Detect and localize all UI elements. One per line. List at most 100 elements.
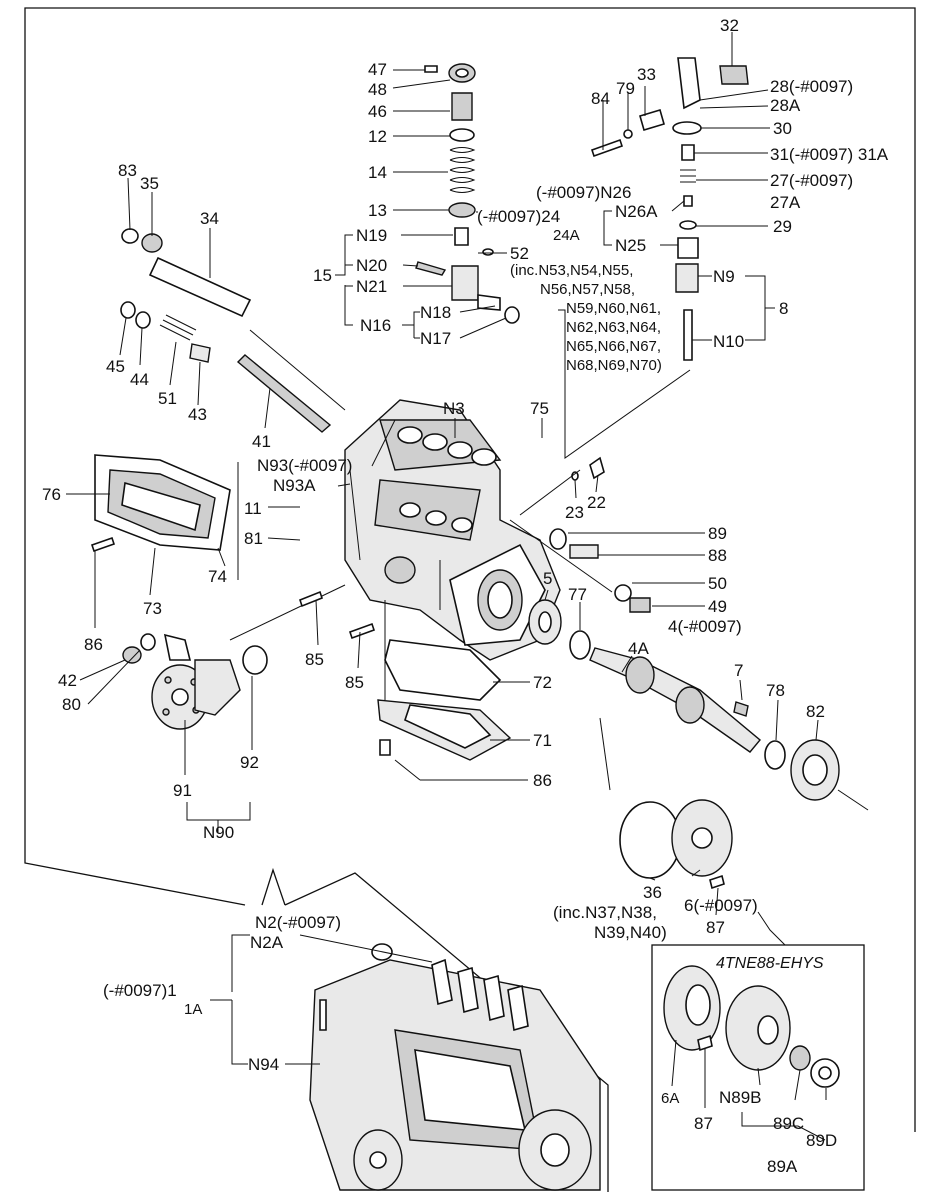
label-n3: N3 (443, 399, 465, 418)
label-inc36-2: N39,N40) (594, 923, 667, 942)
label-31: 31(-#0097) 31A (770, 145, 889, 164)
label-84: 84 (591, 89, 610, 108)
inset-coupling-parts (663, 965, 840, 1088)
cover-gaskets (90, 454, 239, 580)
label-8: 8 (779, 299, 788, 318)
label-28: 28(-#0097) (770, 77, 853, 96)
label-23: 23 (565, 503, 584, 522)
label-n93: N93(-#0097) (257, 456, 352, 475)
label-n90: N90 (203, 823, 234, 842)
label-11: 11 (244, 499, 262, 518)
label-30: 30 (773, 119, 792, 138)
label-33: 33 (637, 65, 656, 84)
label-72: 72 (533, 673, 552, 692)
label-87-a: 87 (706, 918, 725, 937)
label-n2a: N2A (250, 933, 284, 952)
label-80: 80 (62, 695, 81, 714)
label-73: 73 (143, 599, 162, 618)
label-45: 45 (106, 357, 125, 376)
label-12: 12 (368, 127, 387, 146)
label-76: 76 (42, 485, 61, 504)
label-89c: 89C (773, 1114, 804, 1133)
label-22: 22 (587, 493, 606, 512)
label-inc-1: (inc.N53,N54,N55, (510, 262, 633, 279)
callout-labels: 32 28(-#0097) 28A 30 31(-#0097) 31A 27(-… (42, 16, 889, 1176)
label-42: 42 (58, 671, 77, 690)
label-91: 91 (173, 781, 192, 800)
label-1: (-#0097)1 (103, 981, 177, 1000)
label-81: 81 (244, 529, 263, 548)
label-48: 48 (368, 80, 387, 99)
label-87-b: 87 (694, 1114, 713, 1133)
label-49: 49 (708, 597, 727, 616)
label-51: 51 (158, 389, 177, 408)
label-n89b: N89B (719, 1088, 762, 1107)
label-4a: 4A (628, 639, 649, 658)
label-85-a: 85 (305, 650, 324, 669)
label-89d: 89D (806, 1131, 837, 1150)
label-77: 77 (568, 585, 587, 604)
label-74: 74 (208, 567, 227, 586)
label-n94: N94 (248, 1055, 279, 1074)
label-n9: N9 (713, 267, 735, 286)
label-85-b: 85 (345, 673, 364, 692)
label-4: 4(-#0097) (668, 617, 742, 636)
label-24: (-#0097)24 (477, 207, 560, 226)
label-n26: (-#0097)N26 (536, 183, 631, 202)
label-7: 7 (734, 661, 743, 680)
label-n25: N25 (615, 236, 646, 255)
label-inc-5: N65,N66,N67, (566, 338, 661, 355)
label-inc-3: N59,N60,N61, (566, 300, 661, 317)
label-15: 15 (313, 266, 332, 285)
label-29: 29 (773, 217, 792, 236)
label-52: 52 (510, 244, 529, 263)
label-86-bottom: 86 (533, 771, 552, 790)
label-n26a: N26A (615, 202, 658, 221)
label-89: 89 (708, 524, 727, 543)
assembled-pump-drawing (309, 943, 601, 1191)
label-92: 92 (240, 753, 259, 772)
label-35: 35 (140, 174, 159, 193)
label-50: 50 (708, 574, 727, 593)
label-46: 46 (368, 102, 387, 121)
camshaft-parts (528, 456, 869, 890)
base-gaskets (377, 600, 512, 761)
label-44: 44 (130, 370, 149, 389)
label-6a: 6A (661, 1090, 679, 1107)
label-inc36-1: (inc.N37,N38, (553, 903, 657, 922)
label-n16: N16 (360, 316, 391, 335)
label-n18: N18 (420, 303, 451, 322)
frame-lines (24, 7, 916, 1192)
label-n10: N10 (713, 332, 744, 351)
feed-pump-parts (122, 584, 376, 730)
label-n2: N2(-#0097) (255, 913, 341, 932)
label-86-left: 86 (84, 635, 103, 654)
model-label: 4TNE88-EHYS (716, 955, 824, 972)
label-41: 41 (252, 432, 271, 451)
label-14: 14 (368, 163, 387, 182)
label-88: 88 (708, 546, 727, 565)
label-6: 6(-#0097) (684, 896, 758, 915)
label-1a: 1A (184, 1001, 202, 1018)
label-89a: 89A (767, 1157, 798, 1176)
governor-parts (120, 228, 346, 433)
label-71: 71 (533, 731, 552, 750)
label-5: 5 (543, 569, 552, 588)
label-inc-6: N68,N69,N70) (566, 357, 662, 374)
label-83: 83 (118, 161, 137, 180)
label-n19: N19 (356, 226, 387, 245)
label-n17: N17 (420, 329, 451, 348)
label-36: 36 (643, 883, 662, 902)
label-78: 78 (766, 681, 785, 700)
label-inc-4: N62,N63,N64, (566, 319, 661, 336)
label-82: 82 (806, 702, 825, 721)
label-79: 79 (616, 79, 635, 98)
leader-lines (66, 32, 827, 1141)
label-43: 43 (188, 405, 207, 424)
label-27a: 27A (770, 193, 801, 212)
label-24a: 24A (553, 227, 580, 244)
label-47: 47 (368, 60, 387, 79)
label-27: 27(-#0097) (770, 171, 853, 190)
label-n20: N20 (356, 256, 387, 275)
